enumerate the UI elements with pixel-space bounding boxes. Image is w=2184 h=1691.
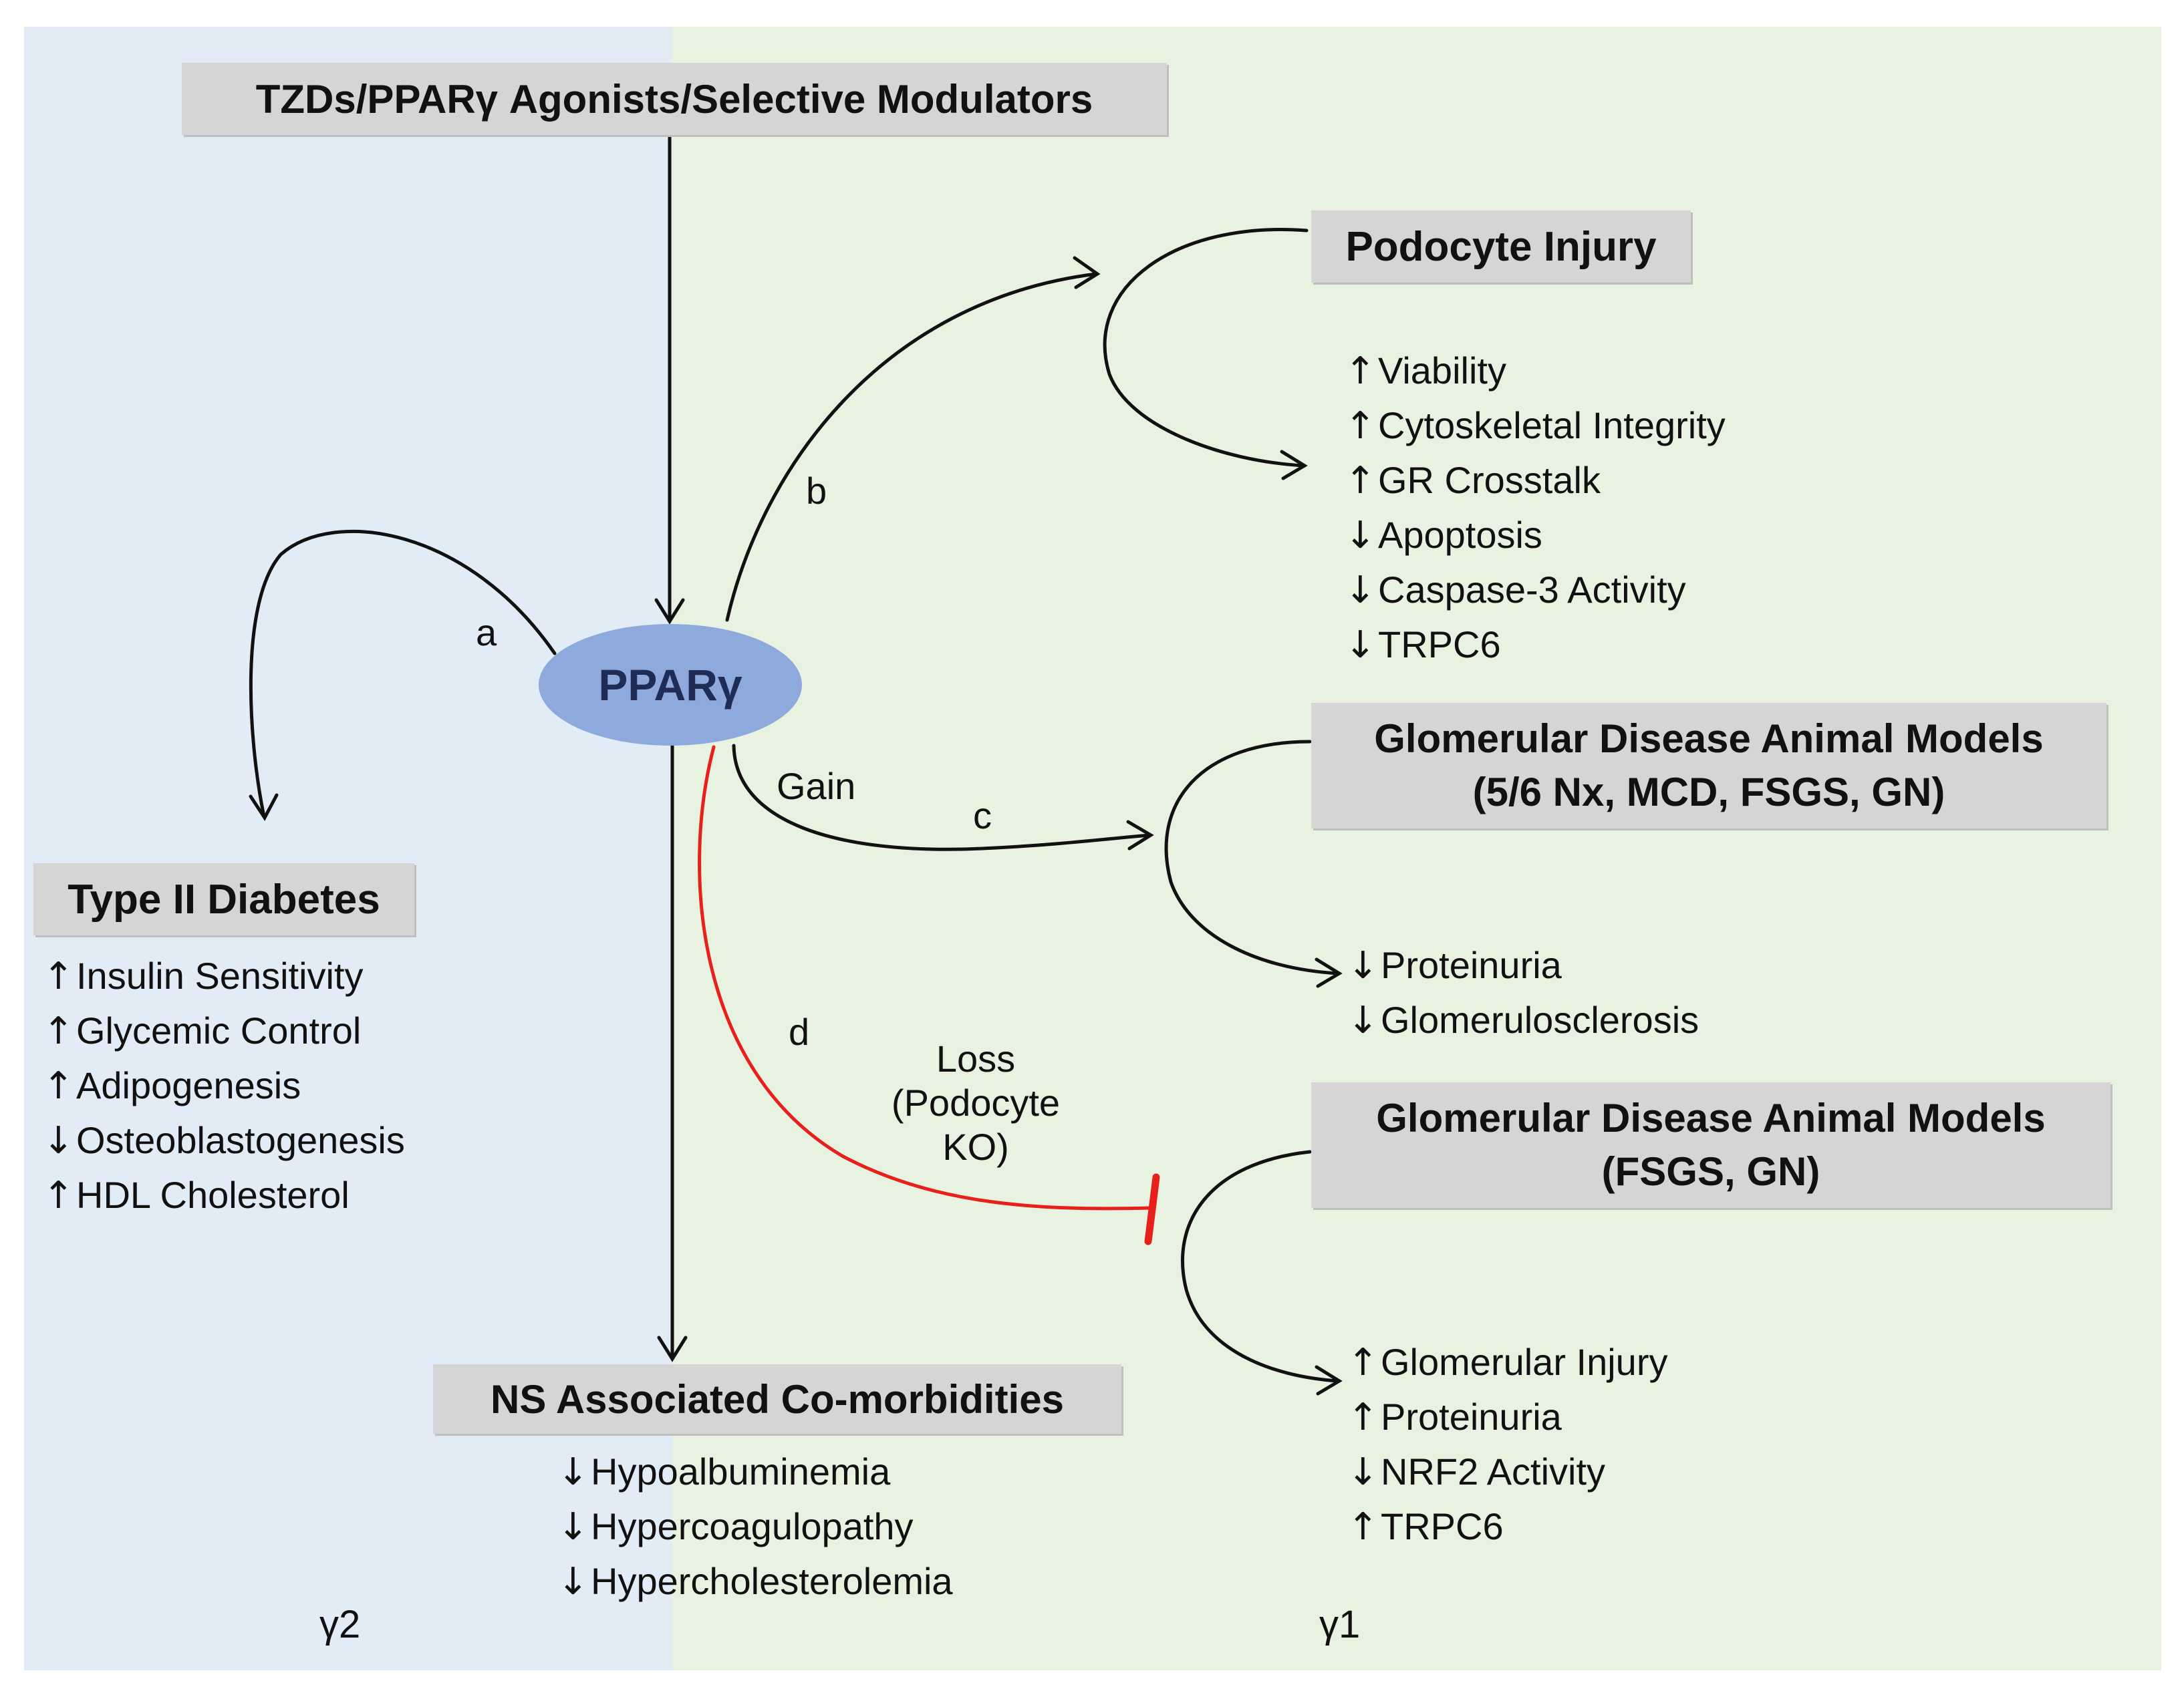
models-gain-box: Glomerular Disease Animal Models (5/6 Nx… bbox=[1311, 703, 2106, 828]
diabetes-box-label: Type II Diabetes bbox=[67, 876, 380, 923]
list-item: ↑GR Crosstalk bbox=[1345, 459, 1601, 502]
models-gain-curl-arrowhead bbox=[1315, 957, 1343, 988]
list-item: ↑TRPC6 bbox=[1347, 1505, 1504, 1549]
list-item: ↓Proteinuria bbox=[1347, 944, 1562, 987]
list-item: ↑Viability bbox=[1345, 349, 1506, 393]
models-loss-curl-arrowhead bbox=[1315, 1365, 1343, 1396]
path-label-gain: Gain bbox=[777, 765, 856, 807]
list-item: ↓NRF2 Activity bbox=[1347, 1450, 1606, 1494]
list-item: ↓Hypercholesterolemia bbox=[557, 1560, 953, 1603]
models-gain-effects-list: ↓Proteinuria ↓Glomerulosclerosis bbox=[1347, 938, 1699, 1048]
list-item: ↓Caspase-3 Activity bbox=[1345, 569, 1686, 612]
list-item: ↑HDL Cholesterol bbox=[43, 1174, 350, 1217]
loss-line-3: KO) bbox=[942, 1126, 1009, 1168]
path-d-inhibit-line bbox=[698, 745, 1153, 1211]
podocyte-box: Podocyte Injury bbox=[1311, 210, 1691, 283]
agonist-box-label: TZDs/PPARγ Agonists/Selective Modulators bbox=[255, 76, 1093, 122]
podocyte-effects-list: ↑Viability ↑Cytoskeletal Integrity ↑GR C… bbox=[1345, 343, 1726, 672]
comorbid-effects-list: ↓Hypoalbuminemia ↓Hypercoagulopathy ↓Hyp… bbox=[557, 1444, 953, 1609]
gamma1-label: γ1 bbox=[1319, 1603, 1361, 1646]
agonist-box: TZDs/PPARγ Agonists/Selective Modulators bbox=[182, 63, 1167, 135]
path-label-c: c bbox=[973, 794, 992, 836]
path-c-arrowhead bbox=[1126, 820, 1154, 851]
list-item: ↓Osteoblastogenesis bbox=[43, 1119, 405, 1163]
path-b-arrowhead bbox=[1073, 256, 1101, 289]
podocyte-curl-arrowhead bbox=[1280, 450, 1308, 480]
models-loss-effects-list: ↑Glomerular Injury ↑Proteinuria ↓NRF2 Ac… bbox=[1347, 1335, 1667, 1554]
list-item: ↓Hypercoagulopathy bbox=[557, 1505, 914, 1549]
gamma2-label: γ2 bbox=[319, 1603, 361, 1646]
loss-line-1: Loss bbox=[936, 1038, 1016, 1080]
list-item: ↓Glomerulosclerosis bbox=[1347, 999, 1699, 1042]
models-gain-title: Glomerular Disease Animal Models bbox=[1374, 716, 2044, 761]
list-item: ↑Glycemic Control bbox=[43, 1010, 362, 1053]
models-gain-subtitle: (5/6 Nx, MCD, FSGS, GN) bbox=[1472, 770, 1945, 814]
list-item: ↑Adipogenesis bbox=[43, 1064, 301, 1108]
loss-line-2: (Podocyte bbox=[891, 1082, 1061, 1124]
path-a-arrowhead bbox=[249, 793, 279, 821]
path-c-arrow bbox=[732, 744, 1151, 851]
pparg-node: PPARγ bbox=[539, 624, 802, 746]
path-a-arrow bbox=[249, 529, 557, 818]
list-item: ↓Apoptosis bbox=[1345, 514, 1542, 557]
pparg-to-comorbid-arrowhead bbox=[657, 1336, 688, 1362]
list-item: ↓Hypoalbuminemia bbox=[557, 1450, 891, 1494]
list-item: ↑Cytoskeletal Integrity bbox=[1345, 404, 1726, 448]
agonist-to-pparg-arrowhead bbox=[654, 598, 685, 625]
podocyte-box-label: Podocyte Injury bbox=[1345, 223, 1657, 270]
models-loss-title: Glomerular Disease Animal Models bbox=[1376, 1096, 2046, 1140]
list-item: ↑Insulin Sensitivity bbox=[43, 955, 364, 998]
path-label-a: a bbox=[476, 611, 497, 653]
diabetes-box: Type II Diabetes bbox=[33, 863, 414, 935]
models-loss-curl-arrow bbox=[1181, 1150, 1340, 1383]
comorbid-box: NS Associated Co-morbidities bbox=[433, 1364, 1121, 1434]
models-loss-subtitle: (FSGS, GN) bbox=[1601, 1149, 1820, 1194]
comorbid-box-label: NS Associated Co-morbidities bbox=[491, 1376, 1064, 1422]
path-b-arrow bbox=[725, 272, 1098, 622]
path-label-b: b bbox=[806, 470, 827, 512]
podocyte-curl-arrow bbox=[1103, 228, 1309, 468]
models-loss-box: Glomerular Disease Animal Models (FSGS, … bbox=[1311, 1082, 2110, 1208]
path-label-loss: Loss (Podocyte KO) bbox=[869, 1037, 1083, 1169]
diabetes-effects-list: ↑Insulin Sensitivity ↑Glycemic Control ↑… bbox=[43, 949, 405, 1223]
list-item: ↑Glomerular Injury bbox=[1347, 1341, 1668, 1384]
list-item: ↓TRPC6 bbox=[1345, 623, 1501, 667]
models-gain-curl-arrow bbox=[1164, 740, 1340, 975]
list-item: ↑Proteinuria bbox=[1347, 1396, 1562, 1439]
path-label-d: d bbox=[789, 1011, 810, 1053]
pparg-node-label: PPARγ bbox=[598, 660, 742, 710]
path-d-inhibit-bar bbox=[1144, 1173, 1160, 1245]
